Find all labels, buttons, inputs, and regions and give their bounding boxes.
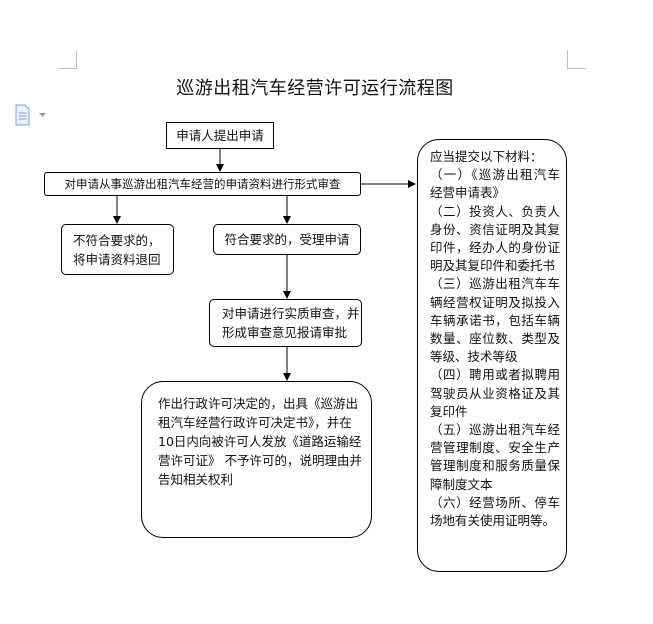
step-apply: 申请人提出申请 — [166, 122, 274, 149]
material-item: （五）巡游出租汽车经营管理制度、安全生产管理制度和服务质量保障制度文本 — [430, 422, 560, 492]
material-item: （四）聘用或者拟聘用驾驶员从业资格证及其复印件 — [430, 367, 560, 419]
crop-mark-top-right — [567, 50, 586, 69]
material-item: （二）投资人、负责人身份、资信证明及其复印件，经办人的身份证明及其复印件和委托书 — [430, 203, 560, 274]
step-decision: 作出行政许可决定的，出具《巡游出租汽车经营行政许可决定书》，并在10日内向被许可… — [141, 381, 372, 538]
document-icon[interactable] — [14, 104, 50, 126]
crop-mark-top-left — [58, 50, 77, 69]
step-review-line: 对申请进行实质审查，并 — [222, 306, 360, 321]
materials-header: 应当提交以下材料： — [430, 149, 543, 164]
step-reject: 不符合要求的， 将申请资料退回 — [61, 224, 174, 275]
page-title: 巡游出租汽车经营许可运行流程图 — [176, 78, 454, 99]
step-accept: 符合要求的，受理申请 — [213, 224, 361, 255]
step-reject-line: 将申请资料退回 — [73, 252, 161, 267]
step-formal-review: 对申请从事巡游出租汽车经营的申请资料进行形式审查 — [44, 172, 361, 196]
materials-list: 应当提交以下材料： （一）《巡游出租汽车经营申请表》 （二）投资人、负责人身份、… — [417, 139, 567, 572]
material-item: （一）《巡游出租汽车经营申请表》 — [430, 167, 560, 201]
step-reject-line: 不符合要求的， — [73, 233, 161, 248]
caret-down-icon — [39, 113, 46, 117]
step-review-line: 形成审查意见报请审批 — [222, 325, 348, 340]
material-item: （三）巡游出租汽车车辆经营权证明及拟投入车辆承诺书，包括车辆数量、座位数、类型及… — [430, 276, 560, 365]
step-substantive-review: 对申请进行实质审查，并 形成审查意见报请审批 — [209, 299, 362, 347]
material-item: （六）经营场所、停车场地有关使用证明等。 — [430, 494, 560, 529]
